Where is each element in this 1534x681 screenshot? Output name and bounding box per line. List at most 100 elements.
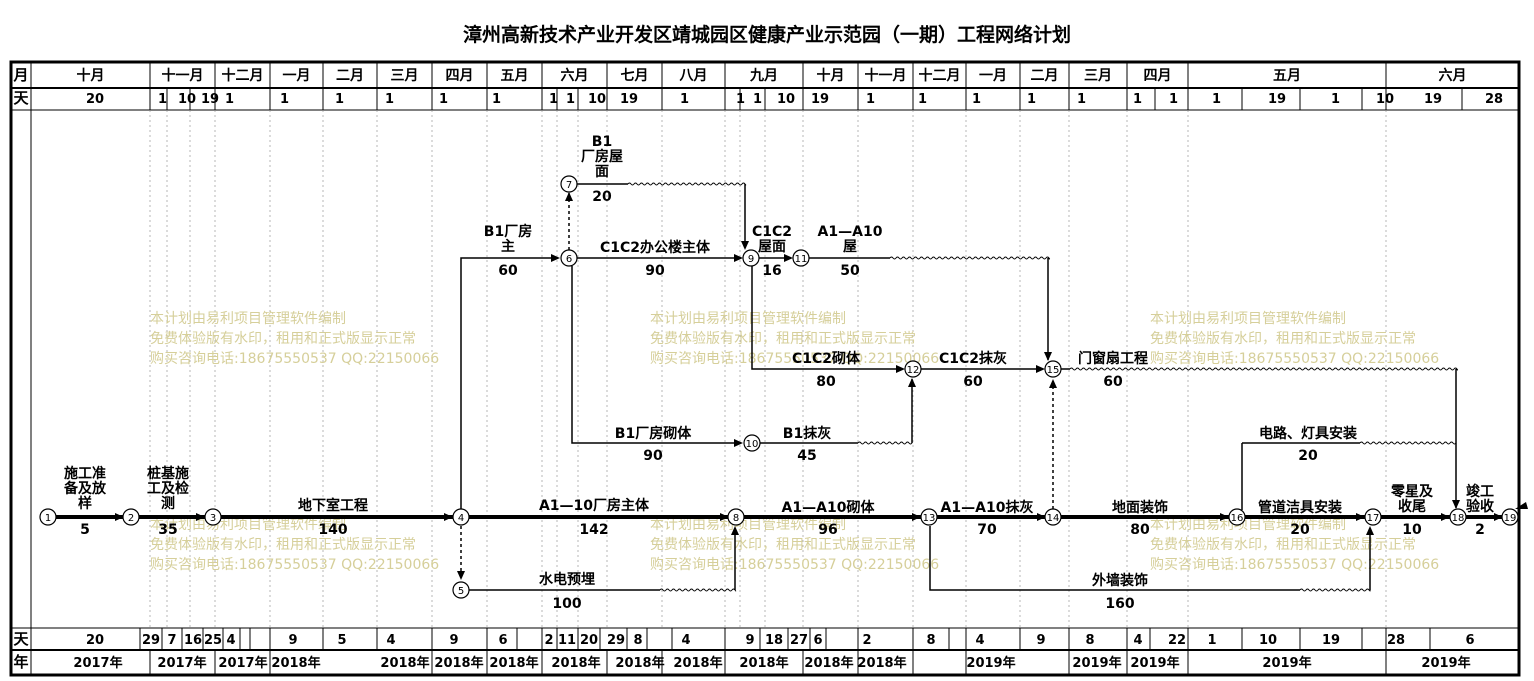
node-label: 11 xyxy=(795,254,808,265)
task-name: 备及放 xyxy=(63,480,107,497)
arrowhead xyxy=(457,571,465,580)
watermark-text: 本计划由易利项目管理软件编制 xyxy=(150,311,346,327)
task-duration: 45 xyxy=(797,448,816,464)
top-day-cell: 1 xyxy=(549,92,558,107)
day-header-label: 天 xyxy=(13,89,29,107)
task-name: 外墙装饰 xyxy=(1092,572,1148,589)
node-circle xyxy=(452,508,470,526)
task-name: 厂房屋 xyxy=(581,148,623,165)
arrowhead xyxy=(784,254,793,262)
task-duration: 140 xyxy=(318,522,347,538)
arrowhead xyxy=(731,526,739,535)
task-duration: 50 xyxy=(840,263,860,279)
node-circle xyxy=(122,508,140,526)
bottom-day-cell: 18 xyxy=(765,633,783,648)
task-duration: 5 xyxy=(80,522,90,538)
arrowhead xyxy=(1044,352,1052,361)
bottom-day-cell: 4 xyxy=(975,633,984,648)
year-cell: 2018年 xyxy=(271,655,320,671)
watermark-text: 购买咨询电话:18675550537 QQ:22150066 xyxy=(1150,557,1439,573)
top-day-cell: 1 xyxy=(158,92,167,107)
free-float-wave xyxy=(857,441,913,445)
free-float-wave xyxy=(1359,441,1457,445)
year-cell: 2017年 xyxy=(157,655,206,671)
task-duration: 20 xyxy=(1298,448,1318,464)
task-name: 施工准 xyxy=(64,465,106,482)
watermark-text: 免费体验版有水印，租用和正式版显示正常 xyxy=(1150,331,1416,347)
top-day-cell: 19 xyxy=(201,92,219,107)
year-cell: 2017年 xyxy=(73,655,122,671)
task-name: 测 xyxy=(161,495,175,512)
bottom-day-cell: 6 xyxy=(498,633,507,648)
top-day-cell: 1 xyxy=(1331,92,1340,107)
node-label: 6 xyxy=(566,254,572,265)
top-day-cell: 10 xyxy=(588,92,606,107)
node-label: 2 xyxy=(128,513,134,524)
bottom-day-cell: 7 xyxy=(167,633,176,648)
task-name: 工及检 xyxy=(147,480,189,497)
arrowhead xyxy=(551,254,560,262)
month-cell: 五月 xyxy=(501,68,529,84)
watermark-text: 购买咨询电话:18675550537 QQ:22150066 xyxy=(150,557,439,573)
task-name: 门窗扇工程 xyxy=(1078,350,1148,367)
bottom-day-cell: 1 xyxy=(1207,633,1216,648)
node-circle xyxy=(204,508,222,526)
task-duration: 60 xyxy=(963,374,983,390)
month-cell: 四月 xyxy=(446,68,474,84)
task-name: C1C2抹灰 xyxy=(939,350,1007,367)
activity-arrow xyxy=(751,266,903,370)
task-duration: 90 xyxy=(645,263,665,279)
task-name: C1C2办公楼主体 xyxy=(600,239,711,256)
bottom-day-cell: 9 xyxy=(745,633,754,648)
month-header-label: 月 xyxy=(12,66,28,84)
month-cell: 四月 xyxy=(1144,68,1172,84)
top-day-cell: 10 xyxy=(777,92,795,107)
task-name: 零星及 xyxy=(1390,483,1434,500)
top-day-cell: 1 xyxy=(736,92,745,107)
critical-arrowhead xyxy=(1441,513,1450,521)
top-day-cell: 19 xyxy=(1424,92,1442,107)
task-name: 管道洁具安装 xyxy=(1258,499,1343,516)
node-circle xyxy=(452,581,470,599)
node-label: 7 xyxy=(566,180,572,191)
node-label: 16 xyxy=(1231,513,1244,524)
network-lines xyxy=(56,182,1528,592)
top-day-cell: 1 xyxy=(280,92,289,107)
top-day-cell: 1 xyxy=(918,92,927,107)
year-cell: 2019年 xyxy=(1421,655,1470,671)
top-day-cell: 1 xyxy=(225,92,234,107)
task-name: C1C2砌体 xyxy=(792,350,861,367)
top-day-cell: 10 xyxy=(1376,92,1394,107)
node-label: 8 xyxy=(733,513,739,524)
critical-arrowhead xyxy=(444,513,453,521)
month-cell: 二月 xyxy=(1031,68,1059,84)
bottom-day-cell: 16 xyxy=(184,633,202,648)
node-circle xyxy=(727,508,745,526)
task-name: B1厂房 xyxy=(484,223,532,240)
watermark-text: 购买咨询电话:18675550537 QQ:22150066 xyxy=(650,351,939,367)
arrowhead xyxy=(1049,379,1057,388)
task-duration: 80 xyxy=(816,374,836,390)
year-cell: 2018年 xyxy=(673,655,722,671)
task-name: 主 xyxy=(501,238,515,255)
node-circle xyxy=(39,508,57,526)
month-cell: 一月 xyxy=(979,68,1007,84)
bottom-day-cell: 2 xyxy=(544,633,553,648)
task-name: 屋 xyxy=(843,239,857,255)
critical-arrowhead xyxy=(912,513,921,521)
month-cell: 十月 xyxy=(77,67,105,84)
task-duration: 70 xyxy=(977,522,997,538)
watermark-text: 免费体验版有水印，租用和正式版显示正常 xyxy=(150,331,416,347)
task-duration: 96 xyxy=(818,522,837,538)
node-circle xyxy=(904,360,922,378)
watermark-text: 本计划由易利项目管理软件编制 xyxy=(1150,517,1346,533)
year-cell: 2019年 xyxy=(966,655,1015,671)
task-name: A1—A10砌体 xyxy=(782,499,876,516)
task-name: 桩基施 xyxy=(147,465,189,482)
arrowhead xyxy=(908,378,916,387)
top-day-cell: 1 xyxy=(1027,92,1036,107)
bottom-day-cell: 19 xyxy=(1322,633,1340,648)
task-duration: 60 xyxy=(1103,374,1123,390)
arrowhead xyxy=(734,254,743,262)
month-cell: 八月 xyxy=(679,68,708,84)
